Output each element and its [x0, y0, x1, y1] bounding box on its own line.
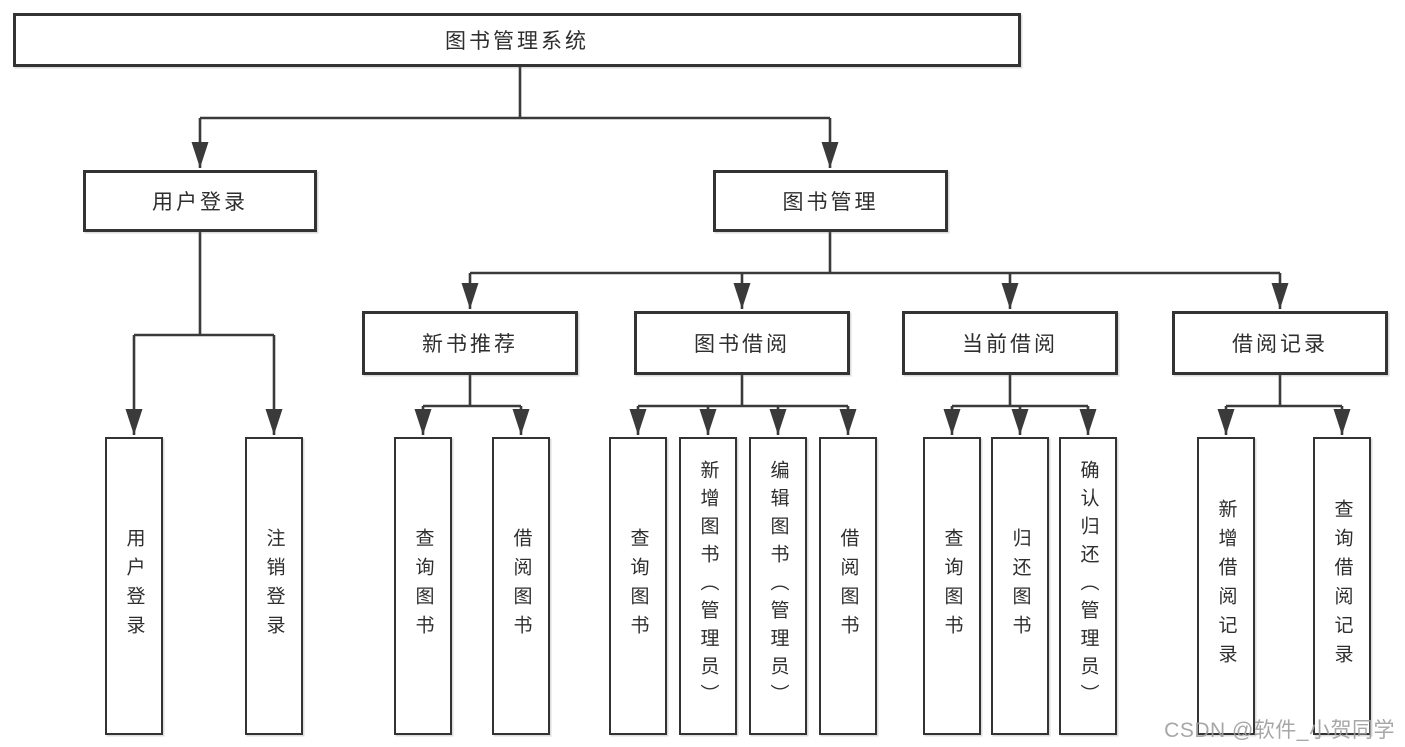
leaf-return-book: 归还图书: [991, 437, 1049, 735]
leaf-label: 归还图书: [1009, 528, 1031, 644]
leaf-label: 确认归还（管理员）: [1077, 460, 1099, 712]
leaf-label: 借阅图书: [510, 528, 532, 644]
leaf-query-books-recommend: 查询图书: [394, 437, 452, 735]
leaf-query-books-current: 查询图书: [923, 437, 981, 735]
leaf-logout: 注销登录: [245, 437, 303, 735]
leaf-query-books-borrow: 查询图书: [609, 437, 667, 735]
leaf-query-borrow-record: 查询借阅记录: [1313, 437, 1371, 735]
leaf-user-login: 用户登录: [105, 437, 163, 735]
node-book-management: 图书管理: [713, 170, 948, 232]
node-borrow-records: 借阅记录: [1172, 311, 1388, 375]
leaf-borrow-books: 借阅图书: [819, 437, 877, 735]
node-library-system: 图书管理系统: [13, 13, 1021, 67]
leaf-label: 新增图书（管理员）: [697, 460, 719, 712]
leaf-label: 查询图书: [941, 528, 963, 644]
leaf-label: 借阅图书: [837, 528, 859, 644]
node-current-borrow: 当前借阅: [902, 311, 1118, 375]
leaf-label: 编辑图书（管理员）: [767, 460, 789, 712]
node-book-borrow: 图书借阅: [634, 311, 850, 375]
leaf-label: 注销登录: [263, 528, 285, 644]
leaf-label: 查询图书: [412, 528, 434, 644]
leaf-add-borrow-record: 新增借阅记录: [1197, 437, 1255, 735]
node-user-login: 用户登录: [83, 170, 317, 232]
leaf-label: 查询图书: [627, 528, 649, 644]
csdn-watermark: CSDN @软件_小贺同学: [1164, 719, 1395, 742]
leaf-edit-book-admin: 编辑图书（管理员）: [749, 437, 807, 735]
leaf-label: 用户登录: [123, 528, 145, 644]
leaf-borrow-books-recommend: 借阅图书: [492, 437, 550, 735]
leaf-label: 查询借阅记录: [1331, 499, 1353, 673]
leaf-label: 新增借阅记录: [1215, 499, 1237, 673]
leaf-confirm-return-admin: 确认归还（管理员）: [1059, 437, 1117, 735]
leaf-add-book-admin: 新增图书（管理员）: [679, 437, 737, 735]
node-new-book-recommend: 新书推荐: [362, 311, 578, 375]
